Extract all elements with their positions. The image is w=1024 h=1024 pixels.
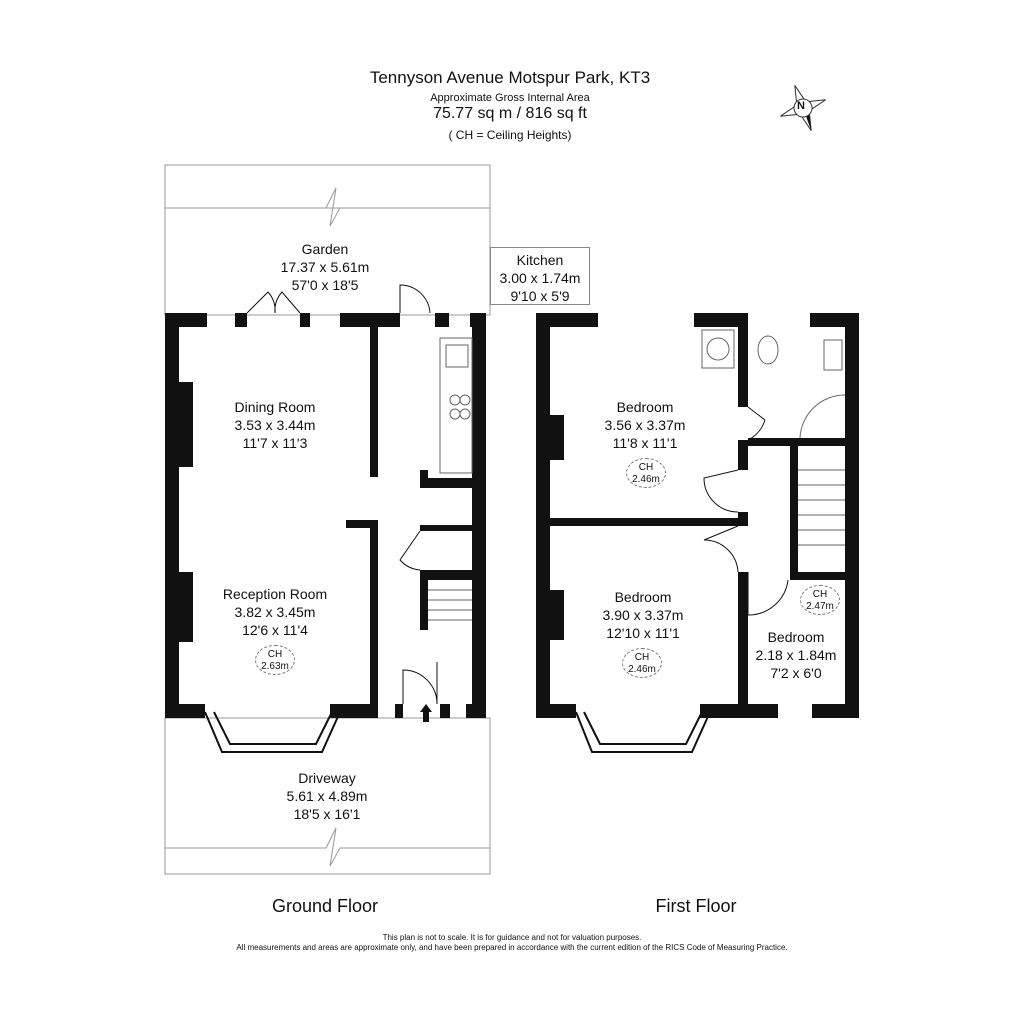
ch-label: CH (634, 652, 650, 663)
room-imperial: 7'2 x 6'0 (770, 665, 822, 681)
ceiling-height-badge: CH 2.63m (255, 645, 295, 675)
room-imperial: 9'10 x 5'9 (510, 288, 570, 304)
ch-label: CH (267, 649, 283, 660)
driveway-outline (164, 717, 491, 875)
room-name: Garden (301, 241, 349, 257)
room-imperial: 12'10 x 11'1 (606, 625, 680, 641)
entrance-arrow (420, 704, 432, 722)
room-driveway: Driveway 5.61 x 4.89m 18'5 x 16'1 (242, 769, 412, 823)
room-name: Driveway (298, 770, 356, 786)
room-kitchen: Kitchen 3.00 x 1.74m 9'10 x 5'9 (490, 247, 590, 305)
ground-stairs (428, 589, 472, 621)
ceiling-height-badge: CH 2.46m (626, 458, 666, 488)
first-stairs (798, 469, 845, 546)
compass-label: N (797, 100, 805, 112)
ceiling-height-note: ( CH = Ceiling Heights) (448, 128, 572, 142)
room-metric: 5.61 x 4.89m (286, 788, 368, 804)
garden-outline (164, 164, 491, 316)
kitchen-units (439, 337, 473, 474)
room-reception: Reception Room 3.82 x 3.45m 12'6 x 11'4 (190, 585, 360, 639)
room-name: Bedroom (767, 629, 825, 645)
plan-title: Tennyson Avenue Motspur Park, KT3 (369, 68, 651, 87)
ch-value: 2.46m (632, 474, 660, 485)
room-dining: Dining Room 3.53 x 3.44m 11'7 x 11'3 (190, 398, 360, 452)
room-name: Bedroom (616, 399, 674, 415)
room-bedroom-1: Bedroom 3.56 x 3.37m 11'8 x 11'1 (560, 398, 730, 452)
room-metric: 3.56 x 3.37m (604, 417, 686, 433)
room-metric: 3.53 x 3.44m (234, 417, 316, 433)
room-name: Reception Room (222, 586, 328, 602)
first-bay-window (575, 711, 711, 753)
ch-value: 2.47m (806, 601, 834, 612)
ch-value: 2.46m (628, 664, 656, 675)
ch-value: 2.63m (261, 661, 289, 672)
room-imperial: 11'8 x 11'1 (612, 435, 678, 451)
room-metric: 17.37 x 5.61m (280, 259, 370, 275)
room-metric: 3.82 x 3.45m (234, 604, 316, 620)
room-imperial: 11'7 x 11'3 (242, 435, 308, 451)
room-metric: 3.00 x 1.74m (499, 270, 581, 286)
room-name: Dining Room (234, 399, 316, 415)
room-imperial: 12'6 x 11'4 (242, 622, 308, 638)
ceiling-height-badge: CH 2.46m (622, 648, 662, 678)
first-doors (703, 406, 789, 616)
room-bedroom-3: Bedroom 2.18 x 1.84m 7'2 x 6'0 (748, 628, 844, 682)
disclaimer-line-1: This plan is not to scale. It is for gui… (382, 933, 642, 942)
plan-subtitle: Approximate Gross Internal Area (430, 92, 590, 104)
room-imperial: 57'0 x 18'5 (291, 277, 359, 293)
room-imperial: 18'5 x 16'1 (293, 806, 361, 822)
ch-label: CH (638, 462, 654, 473)
room-name: Kitchen (516, 252, 564, 268)
plan-area: 75.77 sq m / 816 sq ft (433, 105, 587, 122)
ground-doors (246, 284, 438, 705)
ch-label: CH (812, 589, 828, 600)
compass-icon (780, 85, 826, 131)
bathroom-fixtures (701, 329, 846, 439)
disclaimer-line-2: All measurements and areas are approxima… (236, 943, 788, 952)
ground-floor-label: Ground Floor (271, 896, 379, 916)
ground-bay-window (204, 711, 341, 753)
first-floor-label: First Floor (655, 896, 737, 916)
room-garden: Garden 17.37 x 5.61m 57'0 x 18'5 (240, 240, 410, 294)
room-metric: 3.90 x 3.37m (602, 607, 684, 623)
first-floor-walls (536, 313, 859, 718)
room-name: Bedroom (614, 589, 672, 605)
room-metric: 2.18 x 1.84m (755, 647, 837, 663)
room-bedroom-2: Bedroom 3.90 x 3.37m 12'10 x 11'1 (558, 588, 728, 642)
ceiling-height-badge: CH 2.47m (800, 585, 840, 615)
ground-floor-walls (165, 313, 486, 718)
